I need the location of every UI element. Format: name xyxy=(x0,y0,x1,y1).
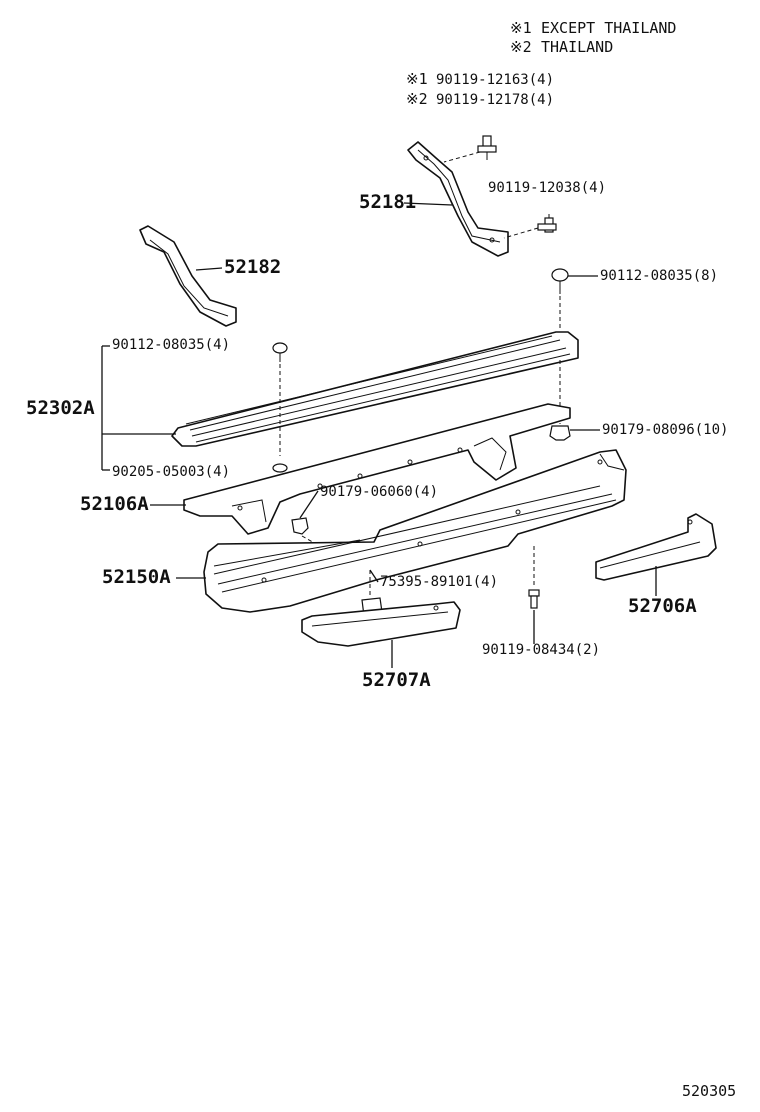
part-52706A: 52706A xyxy=(628,595,697,617)
part-52106A: 52106A xyxy=(80,493,149,515)
callout-90179-06060: 90179-06060(4) xyxy=(320,484,438,500)
bracket-leader-52302A xyxy=(101,345,176,471)
callout-90119-12038: 90119-12038(4) xyxy=(488,180,606,196)
leader-52181 xyxy=(403,202,453,206)
note-2-mark: ※2 xyxy=(510,38,532,56)
bumper-52150A xyxy=(203,449,627,613)
assembly-dash xyxy=(443,151,481,163)
part-52707A: 52707A xyxy=(362,669,431,691)
callout-90205-05003: 90205-05003(4) xyxy=(112,464,230,480)
assembly-dash xyxy=(503,227,539,239)
callout-90119-12178: 90119-12178(4) xyxy=(436,92,554,108)
extension-52707A xyxy=(301,601,461,647)
note-2-mark-callout: ※2 xyxy=(406,90,428,108)
diagram-number: 520305 xyxy=(682,1082,736,1100)
leader-90179-06060 xyxy=(299,490,319,519)
part-52181: 52181 xyxy=(359,191,416,213)
note-1-text: EXCEPT THAILAND xyxy=(541,19,676,37)
clip-90179-08096 xyxy=(549,425,571,441)
bolt-90112-08035-8 xyxy=(551,268,569,294)
callout-90112-08035-8: 90112-08035(8) xyxy=(600,268,718,284)
leader-52182 xyxy=(195,267,223,271)
bolt-90119-12038 xyxy=(537,214,557,233)
callout-90179-08096: 90179-08096(10) xyxy=(602,422,728,438)
clip-90179-06060 xyxy=(291,517,309,535)
bracket-52182 xyxy=(139,225,237,327)
reinforcement-52106A xyxy=(183,403,571,535)
bolt-90119-08434 xyxy=(528,589,540,609)
bracket-52181 xyxy=(407,141,509,257)
callout-90119-08434: 90119-08434(2) xyxy=(482,642,600,658)
leader-75395-89101 xyxy=(369,569,379,583)
part-52302A: 52302A xyxy=(26,397,95,419)
bolt-90119-12163 xyxy=(477,135,497,160)
callout-90112-08035-4: 90112-08035(4) xyxy=(112,337,230,353)
callout-90119-12163: 90119-12163(4) xyxy=(436,72,554,88)
part-52150A: 52150A xyxy=(102,566,171,588)
note-1-mark: ※1 xyxy=(510,19,532,37)
part-52182: 52182 xyxy=(224,256,281,278)
extension-52706A xyxy=(595,513,717,581)
washer-90205-05003 xyxy=(272,463,288,473)
step-52302A xyxy=(171,331,579,447)
note-2-text: THAILAND xyxy=(541,38,613,56)
note-1-mark-callout: ※1 xyxy=(406,70,428,88)
bolt-90112-08035-4 xyxy=(272,342,288,362)
callout-75395-89101: 75395-89101(4) xyxy=(380,574,498,590)
